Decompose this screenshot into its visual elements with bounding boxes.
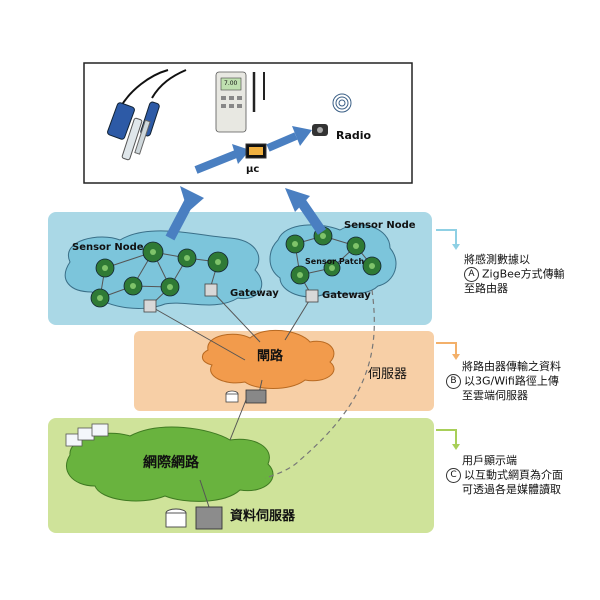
router-label: 閘路 (257, 349, 284, 364)
note-c-marker: C (446, 468, 461, 483)
microcontroller-label: μc (246, 164, 260, 175)
upload-arrows (165, 126, 327, 241)
server-icon (225, 389, 267, 404)
note-arrows (436, 229, 460, 450)
data-server-icon (165, 506, 223, 530)
internet-cloud (65, 426, 274, 502)
internet-label: 網際網路 (143, 455, 199, 471)
wireless-path (264, 289, 375, 479)
gateway-label-left: Gateway (230, 288, 279, 299)
sensor-patch-label: Sensor Patch (305, 257, 365, 266)
sensor-node-label-left: Sensor Node (72, 242, 144, 253)
note-c-line-1: 用戶顯示端 (462, 454, 517, 467)
router-cloud (202, 329, 335, 389)
radio-label: Radio (336, 129, 372, 142)
server-label: 伺服器 (368, 367, 408, 382)
radio-icon (312, 93, 352, 136)
note-c-line-3: 可透過各是媒體讀取 (462, 483, 561, 496)
note-b-line-3: 至雲端伺服器 (462, 389, 528, 402)
ph-probe-devices (107, 69, 187, 161)
note-b-line-1: 將路由器傳輸之資料 (462, 360, 561, 373)
ph-meter-device (215, 71, 265, 133)
data-server-label: 資料伺服器 (230, 509, 296, 524)
note-a-line-2: ZigBee方式傳輸 (482, 267, 565, 281)
note-a-line-3: 至路由器 (464, 282, 508, 295)
note-c-line-2: 以互動式網頁為介面 (464, 468, 563, 482)
note-a-line-1: 將感測數據以 (464, 253, 530, 266)
user-display-icons (65, 423, 109, 447)
gateway-boxes (143, 283, 319, 313)
meter-readout: 7.00 (224, 80, 238, 87)
note-a-marker: A (464, 267, 479, 282)
note-b-marker: B (446, 374, 461, 389)
sensor-nodes (90, 226, 382, 308)
note-b-line-2: 以3G/Wifi路徑上傳 (464, 374, 559, 388)
gateway-label-right: Gateway (322, 290, 371, 301)
microcontroller-chip (245, 143, 267, 159)
sensor-node-label-right: Sensor Node (344, 220, 416, 231)
